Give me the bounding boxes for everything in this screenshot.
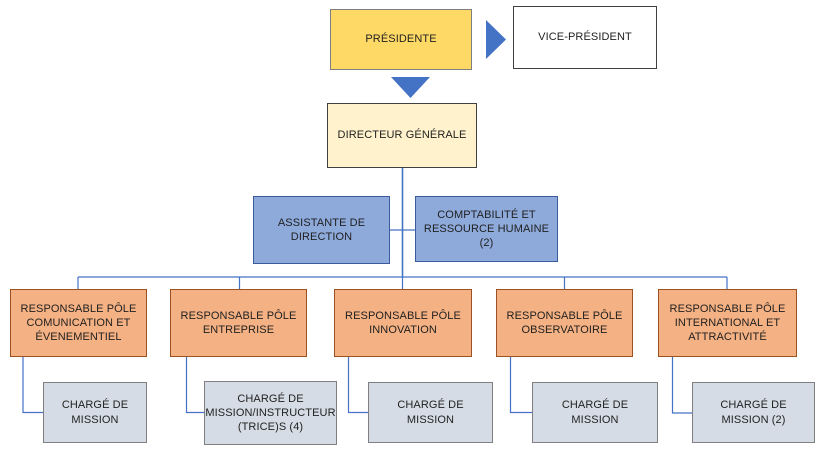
node-presidente[interactable]: PRÉSIDENTE	[330, 9, 472, 70]
node-charge-entreprise[interactable]: CHARGÉ DE MISSION/INSTRUCTEUR (TRICE)S (…	[204, 381, 337, 445]
node-pole-innovation[interactable]: RESPONSABLE PÔLE INNOVATION	[334, 289, 472, 357]
node-charge-observatoire[interactable]: CHARGÉ DE MISSION	[532, 382, 658, 443]
connector-elbow-entreprise	[185, 357, 204, 414]
node-directeur-generale[interactable]: DIRECTEUR GÉNÉRALE	[327, 103, 477, 168]
node-vice-president[interactable]: VICE-PRÉSIDENT	[513, 6, 657, 69]
connector-elbow-observatoire	[509, 357, 532, 414]
connector-elbow-innovation	[347, 357, 368, 414]
connector-elbow-international	[671, 357, 692, 414]
connector-elbow-comunication	[22, 357, 43, 414]
node-pole-entreprise[interactable]: RESPONSABLE PÔLE ENTREPRISE	[170, 289, 307, 357]
node-comptabilite-rh[interactable]: COMPTABILITÉ ET RESSOURCE HUMAINE (2)	[415, 196, 558, 262]
flow-arrow-down-icon	[391, 77, 430, 98]
node-charge-international[interactable]: CHARGÉ DE MISSION (2)	[692, 382, 815, 443]
node-pole-international[interactable]: RESPONSABLE PÔLE INTERNATIONAL ET ATTRAC…	[658, 289, 797, 357]
node-charge-comunication[interactable]: CHARGÉ DE MISSION	[43, 382, 147, 443]
node-pole-comunication[interactable]: RESPONSABLE PÔLE COMUNICATION ET ÉVENEME…	[10, 289, 147, 357]
node-assistante-direction[interactable]: ASSISTANTE DE DIRECTION	[253, 196, 390, 264]
node-charge-innovation[interactable]: CHARGÉ DE MISSION	[368, 382, 493, 443]
flow-arrow-right-icon	[486, 20, 506, 59]
node-pole-observatoire[interactable]: RESPONSABLE PÔLE OBSERVATOIRE	[496, 289, 633, 357]
